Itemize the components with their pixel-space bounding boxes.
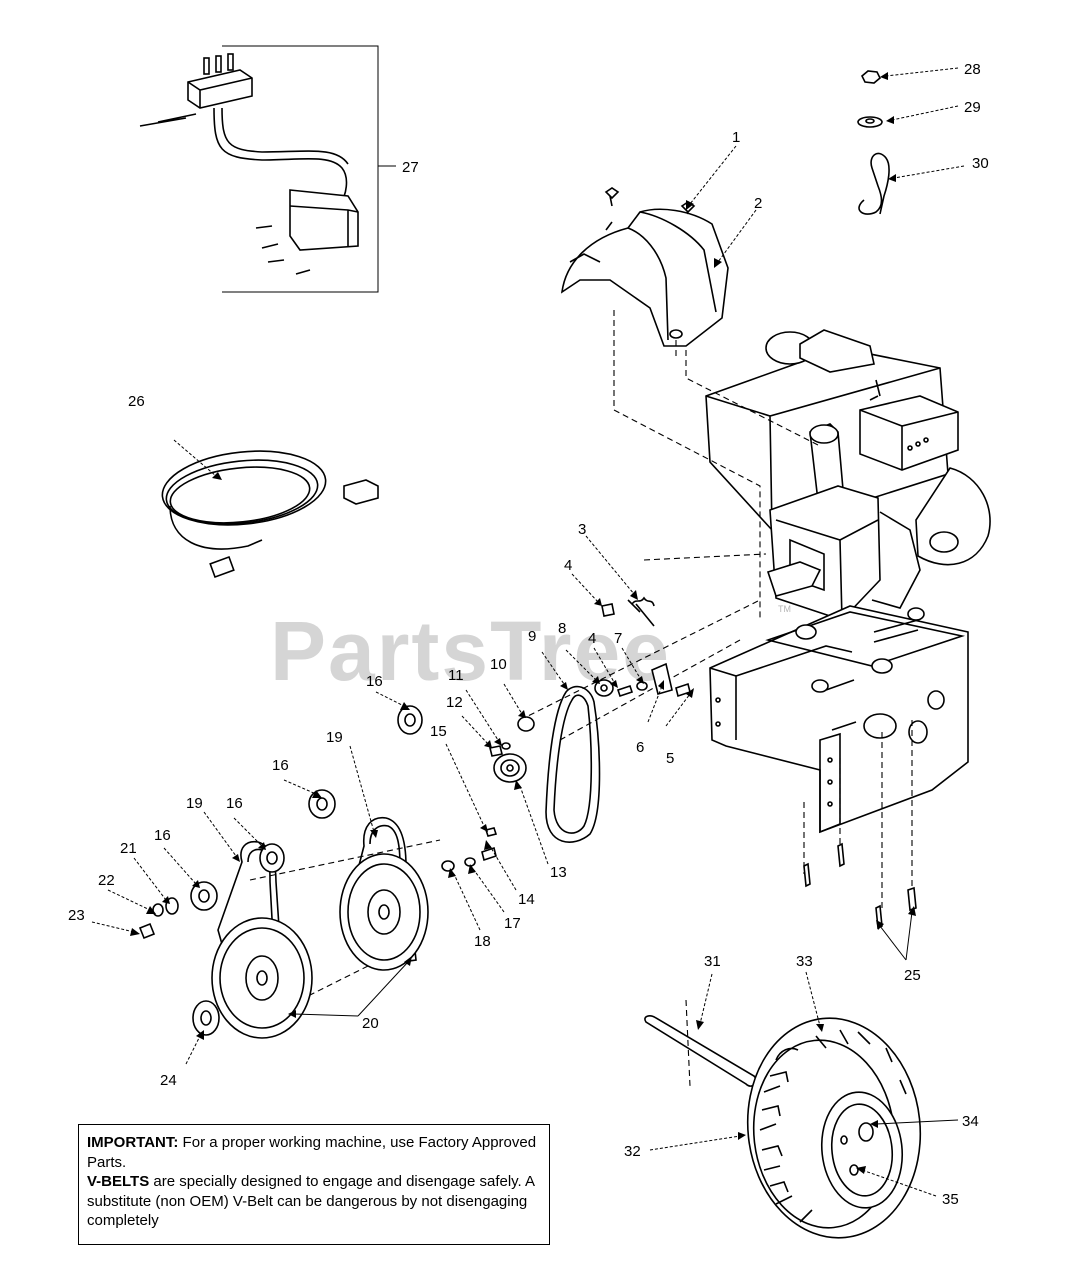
callout-18: 18 [474,933,491,950]
callout-31: 31 [704,953,721,970]
callout-13: 13 [550,864,567,881]
important-text: For a proper working machine, use Factor… [87,1134,537,1171]
callout-23: 23 [68,907,85,924]
callout-27: 27 [402,159,419,176]
callout-19a: 19 [326,729,343,746]
engine-assembly [705,329,991,621]
important-notice-box: IMPORTANT: For a proper working machine,… [78,1124,550,1245]
callout-34: 34 [962,1113,979,1130]
callout-4a: 4 [564,557,572,574]
parts-28-29-30-hardware [857,70,890,215]
callout-8: 8 [558,620,566,637]
callout-14: 14 [518,891,535,908]
callout-24: 24 [160,1072,177,1089]
part-2-belt-cover [560,187,729,347]
callout-35: 35 [942,1191,959,1208]
callout-4b: 4 [588,630,596,647]
callout-16d: 16 [154,827,171,844]
frame-housing [709,605,969,834]
callout-17: 17 [504,915,521,932]
wheel-assembly [644,1015,922,1239]
callout-28: 28 [964,61,981,78]
callout-labels: 1 2 3 4 4 5 6 7 8 9 10 11 12 13 14 15 16… [68,61,989,1208]
part-27-electric-starter [139,45,396,293]
callout-11: 11 [448,667,464,684]
callout-29: 29 [964,99,981,116]
callout-33: 33 [796,953,813,970]
vbelts-text: are specially designed to engage and dis… [87,1173,535,1229]
callout-10: 10 [490,656,507,673]
callout-5: 5 [666,750,674,767]
callout-25: 25 [904,967,921,984]
callout-16b: 16 [272,757,289,774]
callout-9: 9 [528,628,536,645]
callout-19b: 19 [186,795,203,812]
callout-20: 20 [362,1015,379,1032]
callout-32: 32 [624,1143,641,1160]
callout-6: 6 [636,739,644,756]
vbelts-label: V-BELTS [87,1173,150,1190]
pulleys [138,705,429,1039]
callout-15: 15 [430,723,447,740]
watermark-trademark: TM [778,604,791,614]
callout-3: 3 [578,521,586,538]
callout-30: 30 [972,155,989,172]
callout-16a: 16 [366,673,383,690]
callout-2: 2 [754,195,762,212]
callout-21: 21 [120,840,137,857]
leader-lines [91,67,965,1197]
callout-1: 1 [732,129,740,146]
important-label: IMPORTANT: [87,1134,179,1151]
part-26-power-cord [161,450,379,579]
callout-12: 12 [446,694,463,711]
callout-7: 7 [614,630,622,647]
callout-22: 22 [98,872,115,889]
callout-26: 26 [128,393,145,410]
callout-16c: 16 [226,795,243,812]
drive-hardware [441,596,917,930]
